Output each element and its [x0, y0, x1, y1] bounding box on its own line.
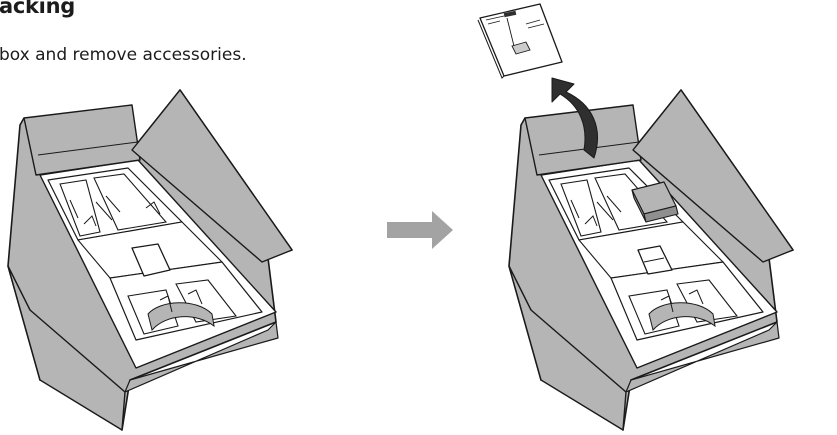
- manual-booklet: [477, 3, 563, 79]
- manual-in-box: [131, 243, 171, 277]
- instruction-text: box and remove accessories.: [0, 45, 247, 65]
- open-box-after-removal: [508, 77, 794, 431]
- section-heading: acking: [0, 0, 75, 18]
- open-box-with-manual: [7, 89, 293, 431]
- remove-arrow-icon: [551, 77, 598, 159]
- accessory-box: [631, 181, 679, 223]
- transition-arrow-icon: [387, 211, 453, 249]
